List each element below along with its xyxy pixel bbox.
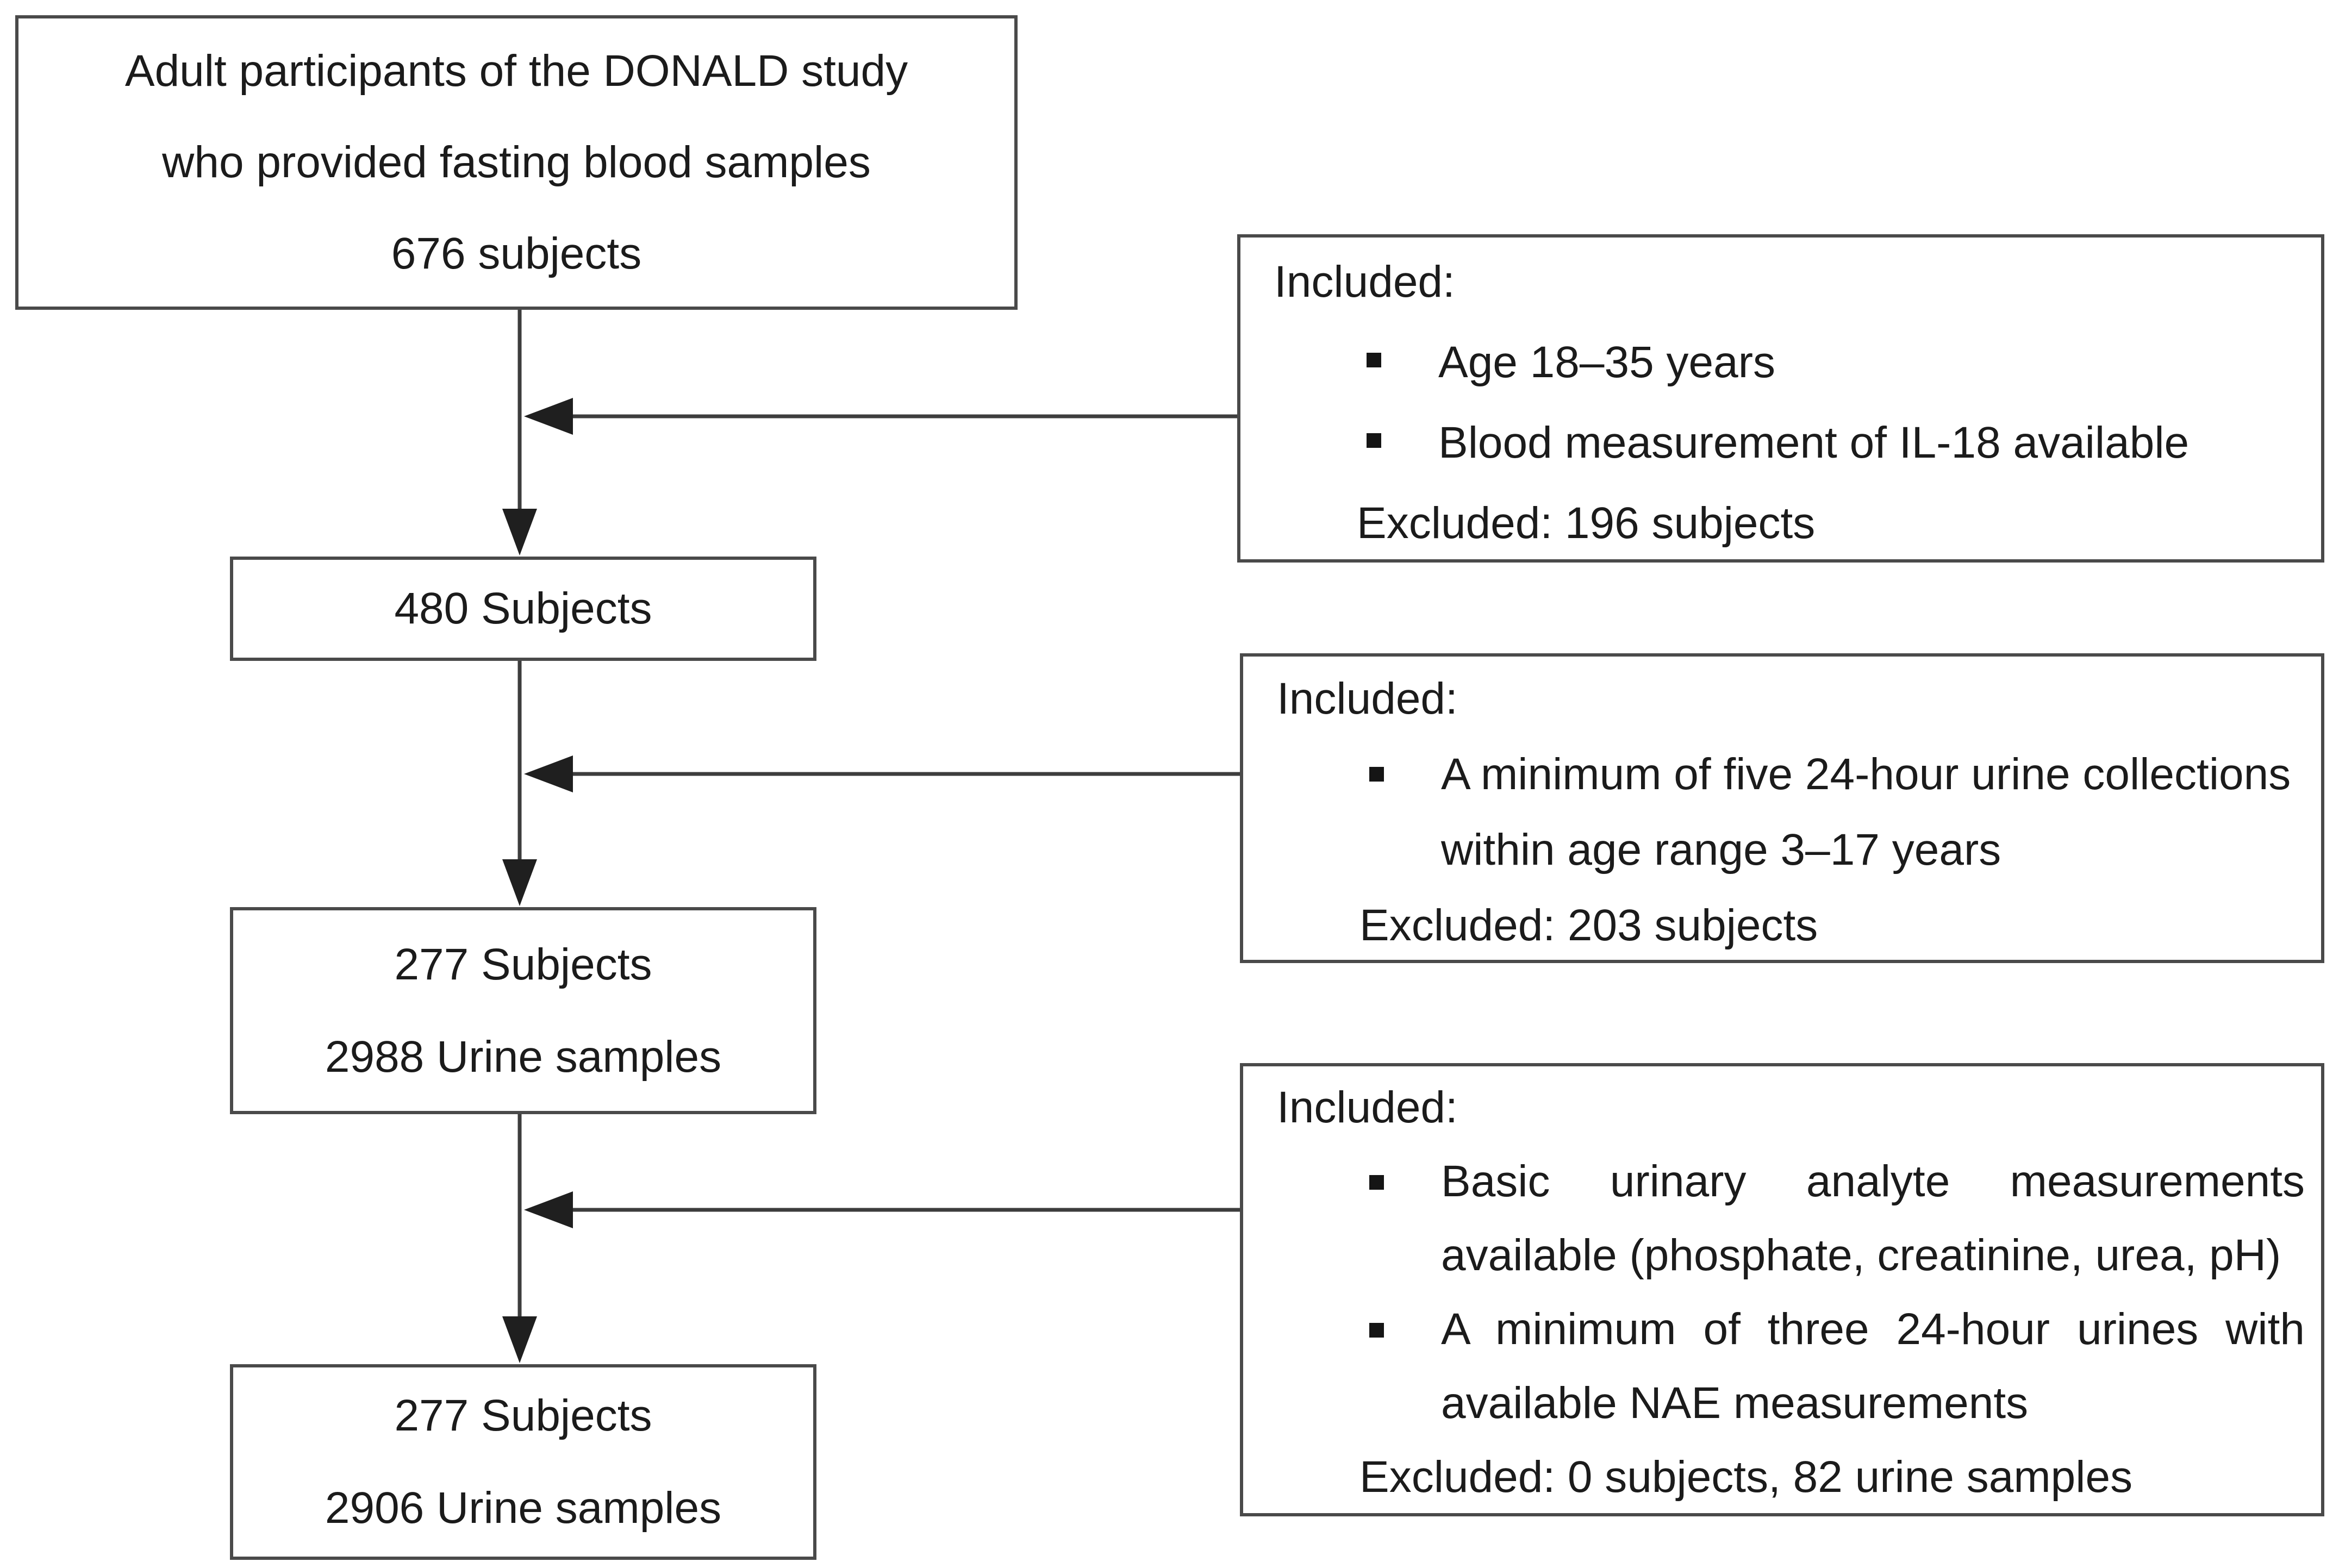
- included-heading: Included:: [1277, 1083, 1458, 1132]
- flow-box-line: 2906 Urine samples: [325, 1483, 722, 1533]
- bullet-item: Age 18–35 years: [1274, 322, 2305, 403]
- bullet-item: A minimum of five 24-hour urine collecti…: [1277, 736, 2305, 888]
- bullet-text-line: Basic urinary analyte measurements: [1441, 1157, 2305, 1206]
- bullet-item: Blood measurement of IL-18 available: [1274, 403, 2305, 483]
- flow-box-line: Adult participants of the DONALD study: [124, 46, 908, 96]
- bullet-text-line: A minimum of five 24-hour urine collecti…: [1441, 749, 2291, 799]
- bullet-item: Basic urinary analyte measurements avail…: [1277, 1145, 2305, 1292]
- down-arrowhead-icon: [502, 859, 537, 906]
- flow-box-line: 676 subjects: [391, 229, 642, 278]
- down-arrow-3: [502, 1114, 537, 1363]
- excluded-line: Excluded: 203 subjects: [1359, 901, 1818, 950]
- bullet-text-line: within age range 3–17 years: [1441, 825, 2001, 874]
- left-arrowhead-icon: [524, 398, 573, 435]
- bullet-text-line: available NAE measurements: [1441, 1378, 2029, 1428]
- down-arrow-1: [502, 310, 537, 555]
- down-arrowhead-icon: [502, 1316, 537, 1363]
- left-arrow-3: [524, 1191, 1240, 1228]
- flow-box-277-subjects-2988-samples: 277 Subjects 2988 Urine samples: [230, 907, 816, 1114]
- bullet-text-line: available (phosphate, creatinine, urea, …: [1441, 1230, 2281, 1280]
- included-heading: Included:: [1277, 674, 1458, 723]
- criteria-box-urine-collections: Included: A minimum of five 24-hour urin…: [1240, 653, 2324, 963]
- flow-box-line: 277 Subjects: [394, 939, 652, 989]
- square-bullet-icon: [1367, 353, 1381, 367]
- bullet-text-line: Age 18–35 years: [1438, 338, 1776, 387]
- flow-box-line: who provided fasting blood samples: [162, 138, 871, 187]
- flow-box-line: 480 Subjects: [394, 584, 652, 633]
- left-arrow-2: [524, 755, 1240, 792]
- square-bullet-icon: [1367, 433, 1381, 448]
- left-arrowhead-icon: [524, 1191, 573, 1228]
- square-bullet-icon: [1369, 1323, 1384, 1338]
- left-arrow-1: [524, 398, 1237, 435]
- flow-box-480-subjects: 480 Subjects: [230, 557, 816, 661]
- bullet-item: A minimum of three 24-hour urines with a…: [1277, 1292, 2305, 1440]
- flow-box-line: 277 Subjects: [394, 1391, 652, 1440]
- square-bullet-icon: [1369, 1175, 1384, 1190]
- excluded-line: Excluded: 0 subjects, 82 urine samples: [1359, 1452, 2133, 1502]
- excluded-line: Excluded: 196 subjects: [1357, 498, 1816, 548]
- bullet-text-line: Blood measurement of IL-18 available: [1438, 418, 2190, 467]
- down-arrow-2: [502, 661, 537, 906]
- down-arrowhead-icon: [502, 509, 537, 555]
- square-bullet-icon: [1369, 767, 1384, 782]
- criteria-box-il18: Included: Age 18–35 years Blood measurem…: [1237, 234, 2324, 563]
- left-arrowhead-icon: [524, 755, 573, 792]
- flow-box-277-subjects-2906-samples: 277 Subjects 2906 Urine samples: [230, 1364, 816, 1560]
- flow-box-total-participants: Adult participants of the DONALD study w…: [15, 15, 1018, 310]
- flow-box-line: 2988 Urine samples: [325, 1032, 722, 1082]
- criteria-box-analytes-nae: Included: Basic urinary analyte measurem…: [1240, 1063, 2324, 1516]
- bullet-text-line: A minimum of three 24-hour urines with: [1441, 1304, 2305, 1354]
- included-heading: Included:: [1274, 257, 1455, 307]
